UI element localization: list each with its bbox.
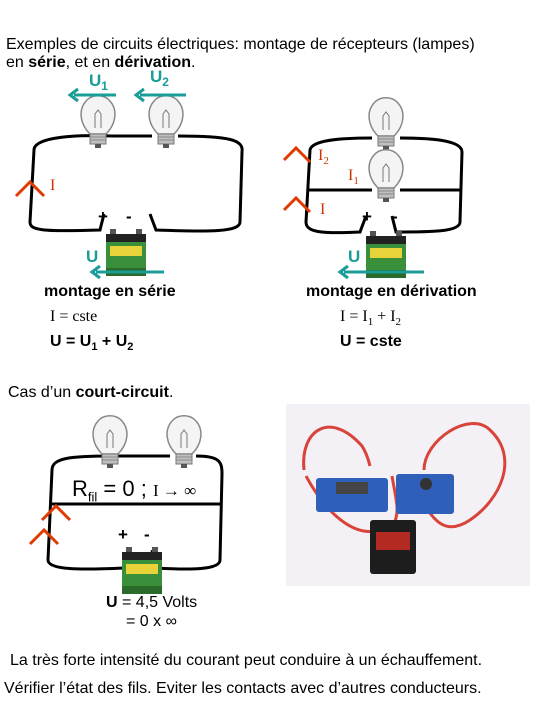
serie-bulb-2 bbox=[148, 95, 184, 149]
cc-r-sub: fil bbox=[87, 489, 98, 505]
serie-current-chevron bbox=[14, 179, 46, 198]
serie-u-label: U bbox=[86, 247, 98, 266]
court-circuit: + - bbox=[28, 415, 224, 594]
heading-line2: en série, et en dérivation. bbox=[6, 54, 195, 72]
photo-lamp bbox=[336, 482, 368, 494]
heading-end: . bbox=[191, 54, 196, 71]
cc-bulb-1 bbox=[92, 415, 128, 469]
cc-u-line1: U = 4,5 Volts bbox=[106, 594, 197, 612]
heading-line1: Exemples de circuits électriques: montag… bbox=[6, 36, 475, 53]
cc-battery bbox=[122, 547, 162, 594]
court-circuit-heading: Cas d’un court-circuit. bbox=[8, 384, 173, 402]
derivation-wire-right bbox=[390, 136, 464, 234]
cc-u-b: = 4,5 Volts bbox=[117, 594, 198, 611]
cc-chevron-1 bbox=[40, 503, 72, 522]
derivation-i2-label: I2 bbox=[318, 147, 329, 167]
footer-line2: Vérifier l’état des fils. Eviter les con… bbox=[4, 680, 482, 697]
serie-eq1: I = cste bbox=[50, 308, 98, 325]
derivation-circuit: I2 I1 I + - U bbox=[282, 97, 464, 280]
derivation-eq1-b: + I bbox=[373, 308, 396, 325]
derivation-minus: - bbox=[392, 207, 398, 226]
footer-line1: La très forte intensité du courant peut … bbox=[10, 652, 483, 669]
derivation-i-label: I bbox=[320, 201, 325, 218]
serie-eq2-a: U = U bbox=[50, 333, 92, 350]
derivation-wire-left bbox=[304, 136, 373, 235]
derivation-bulb-1 bbox=[368, 97, 404, 151]
cc-wire-left bbox=[46, 454, 130, 571]
cc-heading-suffix: . bbox=[168, 384, 174, 401]
serie-u-arrow-head bbox=[89, 264, 101, 280]
serie-title: montage en série bbox=[44, 283, 176, 300]
derivation-chevron-i bbox=[282, 195, 312, 214]
cc-plus: + bbox=[118, 525, 128, 544]
serie-circuit: U1 U2 I + - U bbox=[14, 67, 244, 280]
cc-heading-prefix: Cas d’un bbox=[8, 384, 76, 401]
cc-wire-right bbox=[150, 454, 224, 571]
cc-chevron-2 bbox=[28, 527, 60, 546]
cc-minus: - bbox=[144, 525, 150, 544]
heading-serie: série bbox=[28, 54, 66, 71]
cc-heading-bold: court-circuit bbox=[75, 384, 169, 401]
cc-resistance-label: Rfil = 0 ; I → ∞ bbox=[72, 476, 196, 504]
serie-battery bbox=[106, 229, 146, 276]
heading-derivation: dérivation bbox=[114, 54, 192, 71]
derivation-i1-label: I1 bbox=[348, 167, 359, 187]
u2-arrow-head bbox=[133, 87, 145, 103]
real-circuit-photo bbox=[286, 404, 530, 586]
serie-eq2: U = U1 + U2 bbox=[50, 333, 133, 353]
derivation-eq1: I = I1 + I2 bbox=[340, 308, 401, 328]
cc-u-line2: = 0 x ∞ bbox=[126, 613, 177, 630]
cc-u-a: U bbox=[106, 594, 118, 611]
derivation-eq1-sub1: 1 bbox=[367, 316, 374, 329]
photo-lamp-holder bbox=[316, 478, 388, 512]
serie-eq2-sub1: 1 bbox=[91, 341, 98, 354]
u1-label: U1 bbox=[89, 71, 108, 93]
u1-arrow-head bbox=[67, 87, 79, 103]
cc-bulb-2 bbox=[166, 415, 202, 469]
serie-eq2-sub2: 2 bbox=[127, 341, 134, 354]
derivation-title: montage en dérivation bbox=[306, 283, 477, 300]
derivation-chevron-i2 bbox=[282, 145, 312, 164]
photo-battery-label bbox=[376, 532, 410, 550]
cc-r: R bbox=[72, 476, 88, 501]
serie-i-label: I bbox=[50, 177, 55, 194]
derivation-bulb-2 bbox=[368, 149, 404, 203]
photo-wire-2 bbox=[418, 422, 507, 529]
derivation-eq1-a: I = I bbox=[340, 308, 368, 325]
derivation-u-arrow-head bbox=[337, 264, 349, 280]
derivation-u-label: U bbox=[348, 247, 360, 266]
u2-label: U2 bbox=[150, 67, 169, 89]
cc-r-eq: = 0 ; bbox=[97, 476, 153, 501]
derivation-plus: + bbox=[362, 207, 372, 226]
derivation-eq2: U = cste bbox=[340, 333, 402, 350]
cc-i-part: I → ∞ bbox=[152, 481, 197, 500]
photo-switch-holder bbox=[396, 474, 454, 514]
serie-eq2-b: + U bbox=[97, 333, 128, 350]
heading-prefix: en bbox=[6, 54, 29, 71]
heading-mid: , et en bbox=[65, 54, 115, 71]
photo-wire-1 bbox=[302, 425, 372, 471]
photo-switch bbox=[420, 478, 432, 490]
serie-bulb-1 bbox=[80, 95, 116, 149]
derivation-eq1-sub2: 2 bbox=[395, 316, 402, 329]
serie-wire-right bbox=[148, 134, 244, 233]
serie-minus: - bbox=[126, 207, 132, 226]
serie-plus: + bbox=[98, 207, 108, 226]
